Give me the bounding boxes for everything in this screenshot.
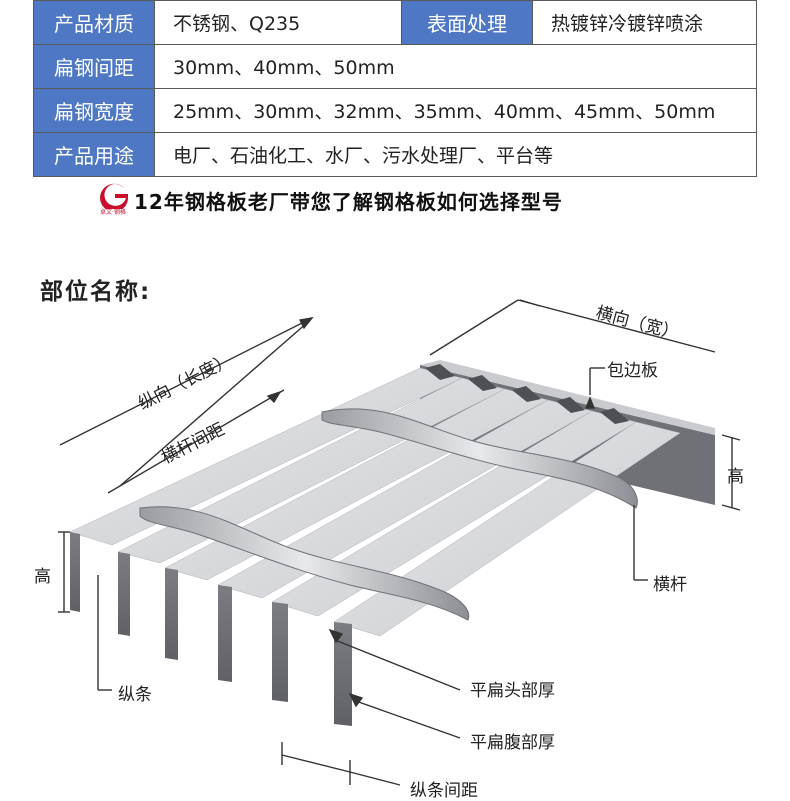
- arrow-icon: [298, 317, 314, 330]
- crossbars: [139, 408, 638, 621]
- label-crossbar: 横杆: [653, 575, 687, 595]
- brand-logo: 卓文·钢格: [100, 183, 130, 217]
- spec-value: 热镀锌冷镀锌喷涂: [532, 0, 757, 45]
- label-bar-head-thickness: 平扁头部厚: [470, 681, 555, 701]
- spec-row: 扁钢间距 30mm、40mm、50mm: [33, 44, 757, 89]
- label-edge-plate: 包边板: [607, 361, 658, 381]
- label-height-right: 高: [727, 467, 744, 487]
- arrow-icon: [266, 390, 282, 404]
- arrow-icon: [348, 692, 364, 708]
- spec-value: 电厂、石油化工、水厂、污水处理厂、平台等: [154, 132, 757, 177]
- spec-label: 表面处理: [401, 0, 533, 45]
- section-title: 部位名称:: [40, 279, 152, 305]
- brand-headline: 卓文·钢格 12年钢格板老厂带您了解钢格板如何选择型号: [100, 180, 563, 220]
- label-height-left: 高: [34, 567, 51, 587]
- spec-label: 产品用途: [33, 132, 155, 177]
- arrow-icon: [328, 628, 344, 644]
- spec-value: 30mm、40mm、50mm: [154, 44, 757, 89]
- bar-gaps: [425, 364, 629, 424]
- headline-text: 12年钢格板老厂带您了解钢格板如何选择型号: [134, 189, 563, 214]
- label-bar-belly-thickness: 平扁腹部厚: [470, 733, 555, 753]
- spec-table: 产品材质 不锈钢、Q235 表面处理 热镀锌冷镀锌喷涂 扁钢间距 30mm、40…: [33, 0, 757, 177]
- spec-label: 扁钢宽度: [33, 88, 155, 133]
- label-bar-pitch: 纵条间距: [410, 781, 478, 801]
- spec-label: 扁钢间距: [33, 44, 155, 89]
- arrow-icon: [584, 396, 596, 409]
- dimension-lines: [58, 299, 741, 786]
- spec-label: 产品材质: [33, 0, 155, 45]
- spec-row: 产品用途 电厂、石油化工、水厂、污水处理厂、平台等: [33, 132, 757, 177]
- edge-plate-top: [420, 360, 715, 435]
- label-bearing-bar: 纵条: [118, 685, 152, 705]
- logo-caption: 卓文·钢格: [100, 209, 126, 216]
